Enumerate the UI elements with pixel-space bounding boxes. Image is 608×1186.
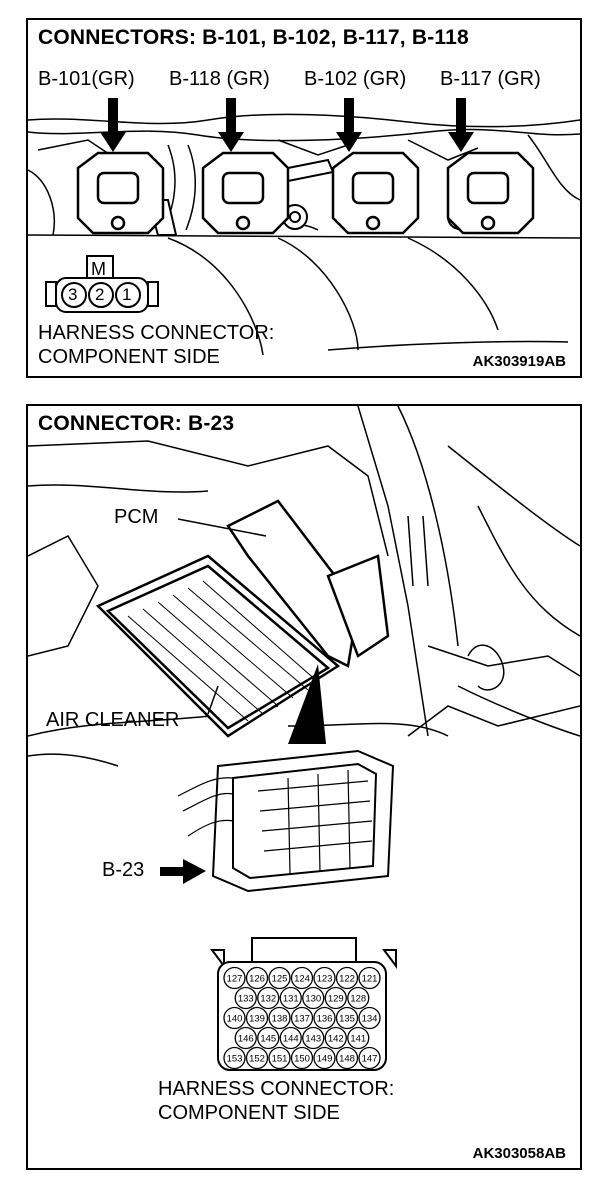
b23-label: B-23 [102,859,145,881]
pin-151: 151 [268,1046,291,1070]
engine-illustration [28,98,580,356]
pin-140: 140 [223,1006,246,1030]
pin-label: 123 [317,974,333,985]
pin-label: 141 [350,1034,366,1045]
pin-137: 137 [290,1006,314,1030]
pin-135: 135 [335,1006,359,1030]
pin-132: 132 [257,986,280,1010]
pin-label: 153 [227,1054,243,1065]
pin-138: 138 [268,1006,291,1030]
pin-142: 142 [324,1026,347,1050]
pin-label: 152 [249,1054,265,1065]
pin-133: 133 [234,986,257,1010]
pin-label: 142 [328,1034,344,1045]
connectors-panel: CONNECTORS: B-101, B-102, B-117, B-118 B… [26,18,582,378]
component-side-label: COMPONENT SIDE [158,1102,340,1124]
pin-153: 153 [223,1046,246,1070]
key-label: M [91,259,106,279]
pin-label: 150 [294,1054,310,1065]
pin-134: 134 [358,1006,381,1030]
pin-124: 124 [290,966,314,990]
pin-123: 123 [313,966,336,990]
pin-label: 3 [68,285,78,304]
arrow-down-icon [448,98,474,152]
pin-label: 133 [238,994,254,1005]
pin-label: 139 [249,1014,265,1025]
air-cleaner-label: AIR CLEANER [46,709,180,731]
pin-label: 151 [272,1054,288,1065]
pin-label: 147 [362,1054,378,1065]
pin-label: 1 [122,285,132,304]
pin-131: 131 [279,986,302,1010]
page-title: CONNECTOR: B-23 [38,412,235,435]
engine-bay-illustration: 127 126 125 124 123 122 121 133 132 131 130 129 128 1… [28,406,580,1071]
connector-label-b102: B-102 (GR) [304,68,407,90]
pin-label: 128 [350,994,366,1005]
arrow-down-icon [336,98,362,152]
arrow-right-icon [160,859,206,884]
pin-label: 146 [238,1034,254,1045]
pin-126: 126 [245,966,269,990]
pin-label: 149 [317,1054,333,1065]
pin-121: 121 [358,966,381,990]
pin-152: 152 [245,1046,269,1070]
pin-136: 136 [313,1006,336,1030]
harness-connector-label: HARNESS CONNECTOR: [158,1078,395,1100]
pin-label: 148 [339,1054,355,1065]
pin-label: 124 [294,974,310,985]
pin-129: 129 [324,986,347,1010]
page-title: CONNECTORS: B-101, B-102, B-117, B-118 [38,26,469,49]
figure-code: AK303058AB [472,1145,566,1162]
connector-b23-panel: 127 126 125 124 123 122 121 133 132 131 130 129 128 1… [26,404,582,1170]
pin-label: 134 [362,1014,378,1025]
pin-125: 125 [268,966,291,990]
pin-label: 130 [305,994,321,1005]
figure-code: AK303919AB [472,353,566,370]
pin-label: 121 [362,974,378,985]
pin-127: 127 [223,966,246,990]
connector-label-b101: B-101(GR) [38,68,135,90]
pcm-label: PCM [114,506,159,528]
pin-label: 132 [260,994,276,1005]
pin-label: 143 [305,1034,321,1045]
pin-144: 144 [279,1026,302,1050]
pin-147: 147 [358,1046,381,1070]
pin-146: 146 [234,1026,257,1050]
pin-150: 150 [290,1046,314,1070]
pin-130: 130 [302,986,325,1010]
pin-145: 145 [257,1026,280,1050]
connector-label-b117: B-117 (GR) [440,68,541,90]
pin-label: 144 [283,1034,299,1045]
pin-143: 143 [302,1026,325,1050]
pin-label: 129 [328,994,344,1005]
pin-label: 131 [283,994,299,1005]
pin-label: 137 [294,1014,310,1025]
pin-label: 135 [339,1014,355,1025]
connector-face-symbol [45,255,159,313]
pin-148: 148 [335,1046,359,1070]
arrow-down-icon [218,98,244,152]
pin-label: 2 [95,285,105,304]
connector-label-b118: B-118 (GR) [169,68,270,90]
component-side-label: COMPONENT SIDE [38,346,220,368]
arrow-down-icon [100,98,126,152]
pin-label: 122 [339,974,355,985]
pin-label: 125 [272,974,288,985]
harness-connector-label: HARNESS CONNECTOR: [38,322,275,344]
pin-label: 127 [227,974,243,985]
pin-128: 128 [347,986,370,1010]
pin-149: 149 [313,1046,336,1070]
pin-grid: 127 126 125 124 123 122 121 133 132 131 130 129 128 1… [223,966,381,1070]
pin-label: 136 [317,1014,333,1025]
pin-label: 140 [227,1014,243,1025]
pin-label: 126 [249,974,265,985]
pointer-triangle-icon [288,664,326,744]
pin-label: 145 [260,1034,276,1045]
pin-141: 141 [347,1026,370,1050]
pin-122: 122 [335,966,359,990]
pin-139: 139 [245,1006,269,1030]
pin-label: 138 [272,1014,288,1025]
